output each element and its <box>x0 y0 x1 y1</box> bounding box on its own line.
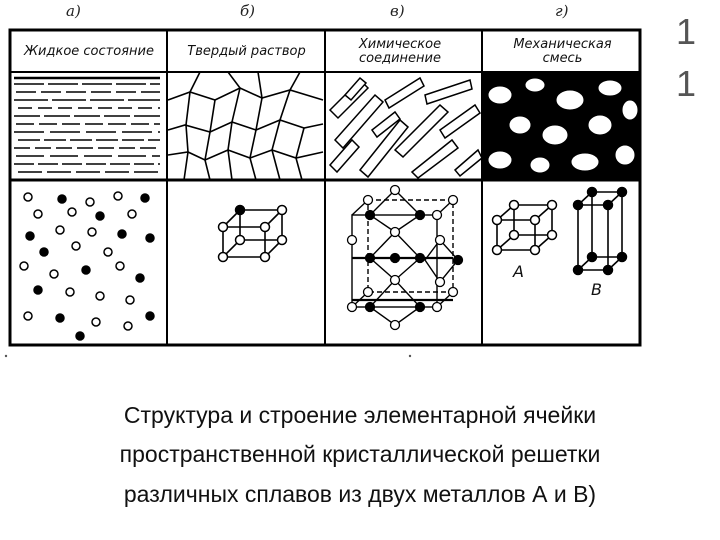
lattice-a-label: A <box>513 262 524 281</box>
chemical-compound-needles <box>328 76 483 179</box>
column-a-title: Жидкое состояние <box>24 44 154 59</box>
mixture-lattice-b <box>572 186 628 276</box>
mechanical-mixture-grains <box>483 73 639 179</box>
column-b-title: Твердый раствор <box>187 44 306 59</box>
side-number-top: 1 <box>676 11 697 52</box>
chemical-compound-lattice <box>346 184 464 331</box>
column-d-letter: г) <box>555 2 569 20</box>
column-a-letter: а) <box>66 2 81 20</box>
caption-line-1: Структура и строение элементарной ячейки <box>123 402 597 428</box>
column-d-title: Механическая смесь <box>513 37 612 66</box>
column-c-title: Химическое соединение <box>358 37 442 66</box>
solid-solution-grains <box>167 71 324 181</box>
caption-line-3: различных сплавов из двух металлов А и В… <box>123 481 597 507</box>
liquid-atoms <box>19 191 155 341</box>
column-c-letter: в) <box>390 2 405 20</box>
mixture-lattice-a <box>491 199 558 256</box>
scan-specks <box>4 354 412 358</box>
solid-solution-lattice <box>217 204 288 263</box>
column-b-letter: б) <box>240 2 256 20</box>
figure-grid <box>8 28 642 347</box>
liquid-state-structure <box>14 76 160 173</box>
side-number-bottom: 1 <box>676 63 697 104</box>
caption-line-2: пространственной кристаллической решетки <box>119 441 601 467</box>
lattice-b-label: B <box>591 280 602 299</box>
